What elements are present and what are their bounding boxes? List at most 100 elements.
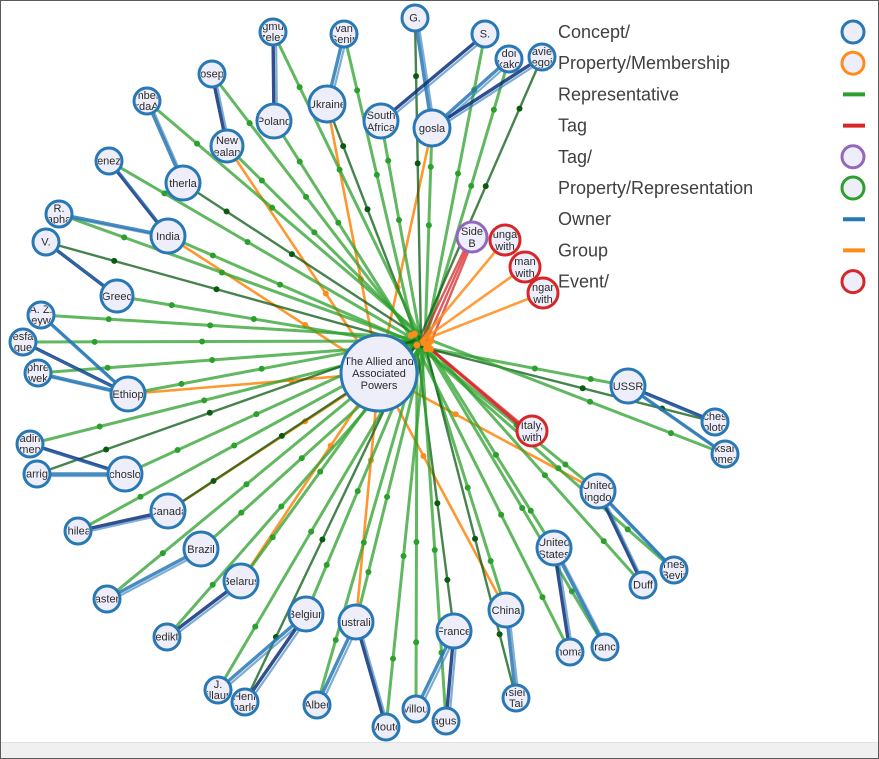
node-circle[interactable]	[209, 128, 245, 164]
node-p-j[interactable]: J.illaur	[203, 675, 233, 705]
node-circle[interactable]	[501, 683, 531, 713]
node-circle[interactable]	[488, 223, 522, 257]
node-brazil[interactable]: Brazil	[182, 530, 220, 568]
node-p-az[interactable]: A. Z.eyw	[26, 300, 56, 330]
node-circle[interactable]	[339, 333, 419, 413]
node-circle[interactable]	[659, 555, 689, 585]
node-circle[interactable]	[329, 19, 359, 49]
node-india[interactable]: India	[149, 217, 187, 255]
node-circle[interactable]	[431, 706, 461, 736]
node-circle[interactable]	[109, 375, 147, 413]
node-circle[interactable]	[44, 199, 74, 229]
node-circle[interactable]	[23, 358, 53, 388]
node-circle[interactable]	[470, 19, 500, 49]
node-belarus[interactable]: Belarus	[222, 562, 260, 600]
node-circle[interactable]	[435, 612, 473, 650]
node-circle[interactable]	[8, 327, 38, 357]
node-circle[interactable]	[182, 530, 220, 568]
node-circle[interactable]	[527, 42, 557, 72]
node-circle[interactable]	[106, 455, 144, 493]
node-p-s[interactable]: S.	[470, 19, 500, 49]
node-circle[interactable]	[526, 276, 560, 310]
node-czechoslovakia[interactable]: choslo	[106, 455, 144, 493]
node-p-v[interactable]: V.	[31, 227, 61, 257]
node-circle[interactable]	[508, 250, 542, 284]
node-australia[interactable]: ustrali	[337, 603, 375, 641]
node-circle[interactable]	[255, 102, 293, 140]
node-circle[interactable]	[26, 300, 56, 330]
node-netherlands[interactable]: therla	[164, 164, 202, 202]
node-circle[interactable]	[258, 17, 288, 47]
node-circle[interactable]	[132, 86, 162, 116]
node-china[interactable]: China	[487, 591, 525, 629]
node-circle[interactable]	[400, 3, 430, 33]
node-circle[interactable]	[152, 622, 182, 652]
node-circle[interactable]	[487, 591, 525, 629]
node-circle[interactable]	[579, 472, 617, 510]
node-p-villou[interactable]: villou	[401, 694, 431, 724]
node-circle[interactable]	[149, 492, 187, 530]
node-ukraine[interactable]: Ukraine	[307, 84, 347, 124]
node-circle[interactable]	[494, 44, 524, 74]
node-circle[interactable]	[63, 516, 93, 546]
node-canada[interactable]: Canada	[149, 492, 188, 530]
node-circle[interactable]	[371, 712, 401, 742]
node-circle[interactable]	[401, 694, 431, 724]
node-circle[interactable]	[302, 690, 332, 720]
node-circle[interactable]	[164, 164, 202, 202]
node-p-aster[interactable]: aster	[92, 584, 122, 614]
node-circle[interactable]	[197, 59, 227, 89]
node-circle[interactable]	[515, 414, 549, 448]
node-circle[interactable]	[710, 439, 740, 469]
node-france[interactable]: France	[435, 612, 473, 650]
node-p-edikt[interactable]: edikt	[152, 622, 182, 652]
node-circle[interactable]	[99, 278, 135, 314]
node-circle[interactable]	[337, 603, 375, 641]
node-circle[interactable]	[287, 595, 325, 633]
node-circle[interactable]	[700, 407, 730, 437]
node-circle[interactable]	[92, 584, 122, 614]
node-p-josep[interactable]: osep	[197, 59, 227, 89]
node-p-agust[interactable]: agust	[431, 706, 461, 736]
node-ethiopia[interactable]: Ethiop	[109, 375, 147, 413]
node-circle[interactable]	[609, 367, 647, 405]
node-circle[interactable]	[628, 570, 658, 600]
node-poland[interactable]: Poland	[255, 102, 293, 140]
node-p-mouto[interactable]: Mouto	[371, 712, 402, 742]
node-circle[interactable]	[412, 108, 452, 148]
node-p-duff[interactable]: Duff	[628, 570, 658, 600]
node-p-venez[interactable]: enez	[94, 146, 124, 176]
node-p-albert[interactable]: Alber	[302, 690, 332, 720]
node-p-harrig[interactable]: arrig	[22, 459, 52, 489]
node-yugoslavia[interactable]: gosla	[412, 108, 452, 148]
node-p-g[interactable]: G.	[400, 3, 430, 33]
node-circle[interactable]	[535, 529, 573, 567]
node-p-thomas[interactable]: homa	[555, 637, 585, 667]
node-circle[interactable]	[555, 637, 585, 667]
node-circle[interactable]	[222, 562, 260, 600]
node-greece[interactable]: Greec	[99, 278, 135, 314]
node-circle[interactable]	[362, 102, 400, 140]
node-circle[interactable]	[203, 675, 233, 705]
node-belgium[interactable]: Belgiun	[287, 595, 325, 633]
